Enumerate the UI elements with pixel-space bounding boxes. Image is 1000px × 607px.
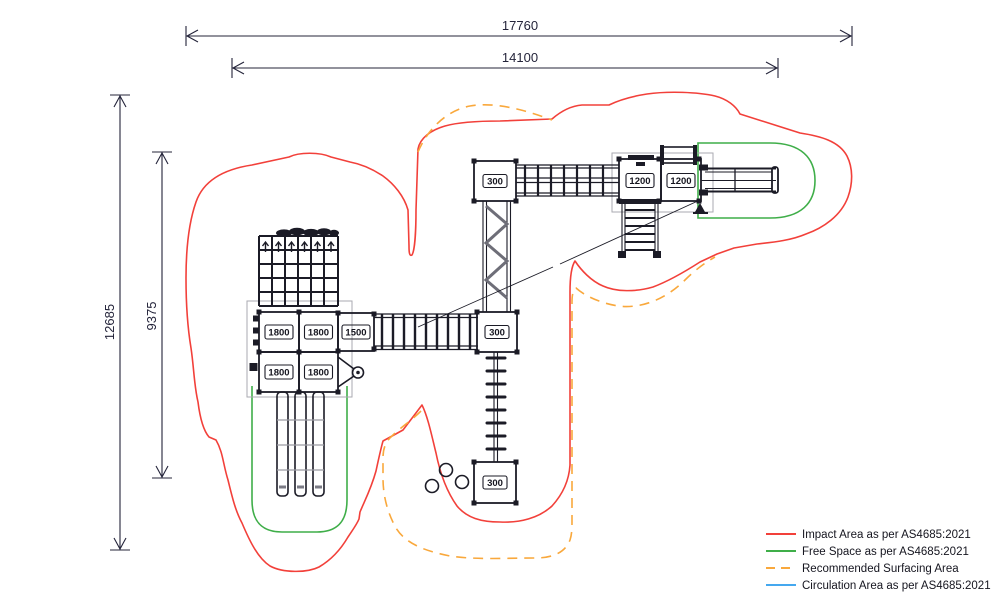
- legend-item-free-space: Free Space as per AS4685:2021: [766, 546, 969, 558]
- legend: Impact Area as per AS4685:2021 Free Spac…: [766, 529, 991, 592]
- platform-deck: 1500: [337, 312, 375, 352]
- dimension-overall-width-value: 17760: [502, 18, 538, 33]
- surfacing-sweep-bottom: [382, 256, 716, 560]
- equipment-zone-outline-tower: [246, 300, 353, 398]
- platform-height-label: 1200: [629, 176, 650, 187]
- stairs: [618, 199, 661, 258]
- platform-deck: 300: [471, 459, 519, 506]
- roof-post: [636, 162, 645, 166]
- slide-crossbars: [277, 419, 324, 471]
- fire-pole: [337, 356, 365, 388]
- roof-edge: [628, 155, 654, 160]
- ground-anchor-icon: [693, 203, 708, 214]
- legend-item-circulation: Circulation Area as per AS4685:2021: [766, 580, 991, 592]
- dimension-overall-height: 12685: [102, 94, 130, 551]
- dimension-arrows: [152, 151, 172, 479]
- platform-deck: 1800: [298, 311, 339, 353]
- platform-deck: 300: [474, 309, 520, 355]
- shade-blob: [289, 227, 305, 236]
- platform-deck: 1200: [660, 156, 702, 204]
- free-space-slide-right: [697, 142, 816, 219]
- dimension-overall-width: 17760: [185, 18, 853, 46]
- platform-deck: 1200: [616, 155, 662, 204]
- platform-height-label: 300: [487, 177, 503, 188]
- shade-blob: [276, 229, 292, 237]
- dimension-inner-width: 14100: [231, 50, 779, 78]
- free-space-slides: [251, 386, 348, 533]
- platform-height-label: 1800: [268, 328, 289, 339]
- zigzag-ramp: [482, 201, 512, 312]
- legend-label: Recommended Surfacing Area: [802, 563, 959, 575]
- platform-deck: 1800: [258, 351, 300, 393]
- platform-height-label: 1800: [268, 368, 289, 379]
- net-grid-horizontal: [259, 235, 338, 307]
- double-slide: [276, 391, 325, 497]
- climbing-net: [258, 227, 339, 307]
- legend-label: Impact Area as per AS4685:2021: [802, 529, 971, 541]
- net-grid-vertical: [258, 236, 339, 306]
- dimension-arrows: [231, 58, 779, 78]
- shade-blob: [329, 229, 339, 237]
- monkey-rungs: [485, 352, 507, 462]
- surfacing-arc-top: [417, 103, 553, 153]
- legend-item-impact-area: Impact Area as per AS4685:2021: [766, 529, 971, 541]
- platform-height-label: 1800: [308, 368, 329, 379]
- main-tower-decks: 1800 1800 1500 1800 1800: [249, 309, 377, 395]
- impact-area-outline: [185, 91, 853, 573]
- legend-item-surfacing: Recommended Surfacing Area: [766, 563, 959, 575]
- platform-deck: 1800: [298, 351, 339, 393]
- stepping-pods: [424, 462, 470, 494]
- top-bridge: [516, 164, 619, 197]
- platform-height-label: 300: [489, 328, 505, 339]
- climbing-holds: [249, 315, 259, 371]
- platform-height-label: 1800: [308, 328, 329, 339]
- platform-height-label: 300: [487, 478, 503, 489]
- legend-label: Circulation Area as per AS4685:2021: [802, 580, 991, 592]
- climbing-grill: [660, 145, 697, 165]
- shade-blob: [317, 228, 331, 236]
- shade-blob: [303, 228, 319, 237]
- legend-label: Free Space as per AS4685:2021: [802, 546, 969, 558]
- dimension-inner-width-value: 14100: [502, 50, 538, 65]
- leader-line: [417, 199, 701, 328]
- platform-deck: 1800: [258, 311, 300, 353]
- right-slide: [699, 164, 779, 196]
- dimension-inner-height-value: 9375: [144, 302, 159, 331]
- dimension-arrows: [110, 94, 130, 551]
- dimension-overall-height-value: 12685: [102, 304, 117, 340]
- platform-height-label: 1500: [345, 328, 366, 339]
- dimension-inner-height: 9375: [144, 151, 172, 479]
- platform-deck: 300: [471, 158, 519, 204]
- surfacing-area-outline: [382, 103, 716, 560]
- dimension-arrows: [185, 26, 853, 46]
- free-space-outline: [251, 142, 816, 533]
- platform-height-label: 1200: [670, 176, 691, 187]
- left-bridge: [374, 313, 478, 351]
